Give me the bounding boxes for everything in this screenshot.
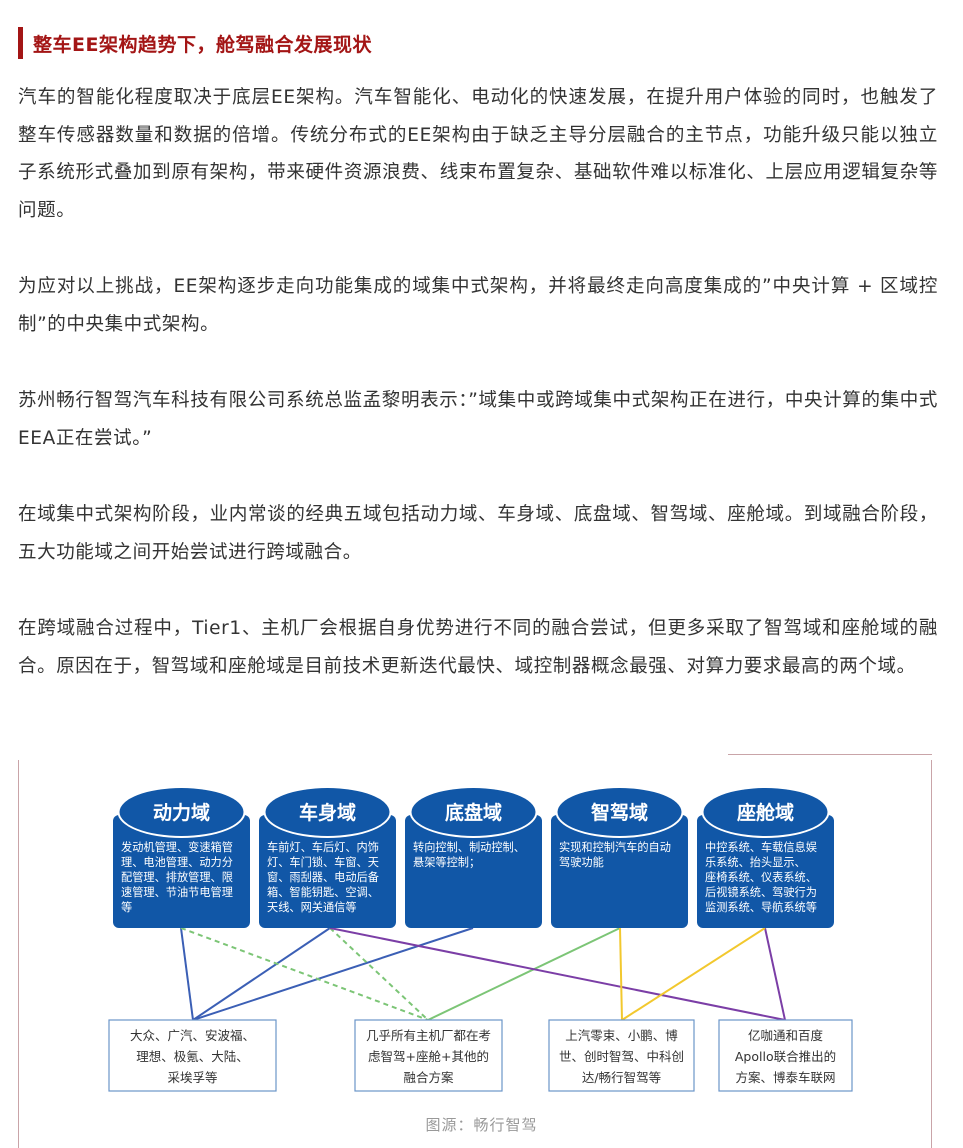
paragraph-4: 在域集中式架构阶段，业内常谈的经典五域包括动力域、车身域、底盘域、智驾域、座舱域… <box>18 504 938 563</box>
section-heading: 整车EE架构趋势下，舱驾融合发展现状 <box>18 27 372 59</box>
paragraph-3: 苏州畅行智驾汽车科技有限公司系统总监孟黎明表示：”域集中或跨域集中式架构正在进行… <box>18 390 938 449</box>
paragraph-1: 汽车的智能化程度取决于底层EE架构。汽车智能化、电动化的快速发展，在提升用户体验… <box>18 87 938 221</box>
paragraph-2: 为应对以上挑战，EE架构逐步走向功能集成的域集中式架构，并将最终走向高度集成的”… <box>18 276 938 335</box>
frame-top-line <box>728 754 932 755</box>
heading-accent-bar <box>18 27 23 59</box>
heading-title: 整车EE架构趋势下，舱驾融合发展现状 <box>33 33 372 56</box>
figure-caption: 图源：畅行智驾 <box>425 1116 538 1134</box>
figure-frame <box>18 754 932 1148</box>
paragraph-5: 在跨域融合过程中，Tier1、主机厂会根据自身优势进行不同的融合尝试，但更多采取… <box>18 618 938 677</box>
frame-right-line <box>931 760 932 1148</box>
frame-left-line <box>18 760 19 1148</box>
